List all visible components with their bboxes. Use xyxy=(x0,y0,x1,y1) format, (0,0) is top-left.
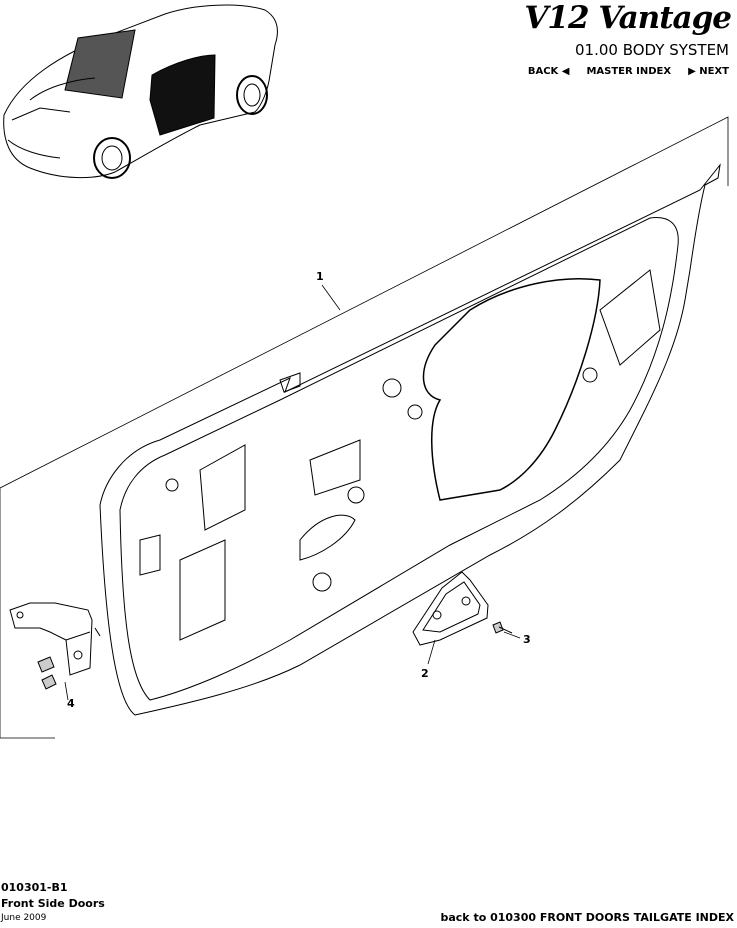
callout-1: 1 xyxy=(316,270,324,283)
diagram-date: June 2009 xyxy=(1,913,47,923)
diagram-title: Front Side Doors xyxy=(1,897,105,910)
door-panel xyxy=(99,163,721,716)
hinge-bracket xyxy=(9,602,101,690)
brand-logo: V12 Vantage xyxy=(524,0,732,36)
next-link[interactable]: NEXT xyxy=(699,66,729,77)
gasket-plate xyxy=(412,571,489,646)
callout-3: 3 xyxy=(523,633,531,646)
nav-bar: BACK ◀ MASTER INDEX ▶ NEXT xyxy=(528,66,729,77)
back-arrow-icon[interactable]: ◀ xyxy=(561,66,570,77)
back-to-index-link[interactable]: back to 010300 FRONT DOORS TAILGATE INDE… xyxy=(440,911,734,924)
diagram-code: 010301-B1 xyxy=(1,881,68,894)
master-index-link[interactable]: MASTER INDEX xyxy=(586,66,672,77)
next-arrow-icon[interactable]: ▶ xyxy=(688,66,696,77)
callout-2: 2 xyxy=(421,667,429,680)
callout-4: 4 xyxy=(67,697,75,710)
section-title: 01.00 BODY SYSTEM xyxy=(575,41,729,59)
reference-lines xyxy=(0,116,729,739)
car-thumbnail xyxy=(3,4,278,179)
bolt-part xyxy=(492,621,513,634)
back-link[interactable]: BACK xyxy=(527,66,559,77)
